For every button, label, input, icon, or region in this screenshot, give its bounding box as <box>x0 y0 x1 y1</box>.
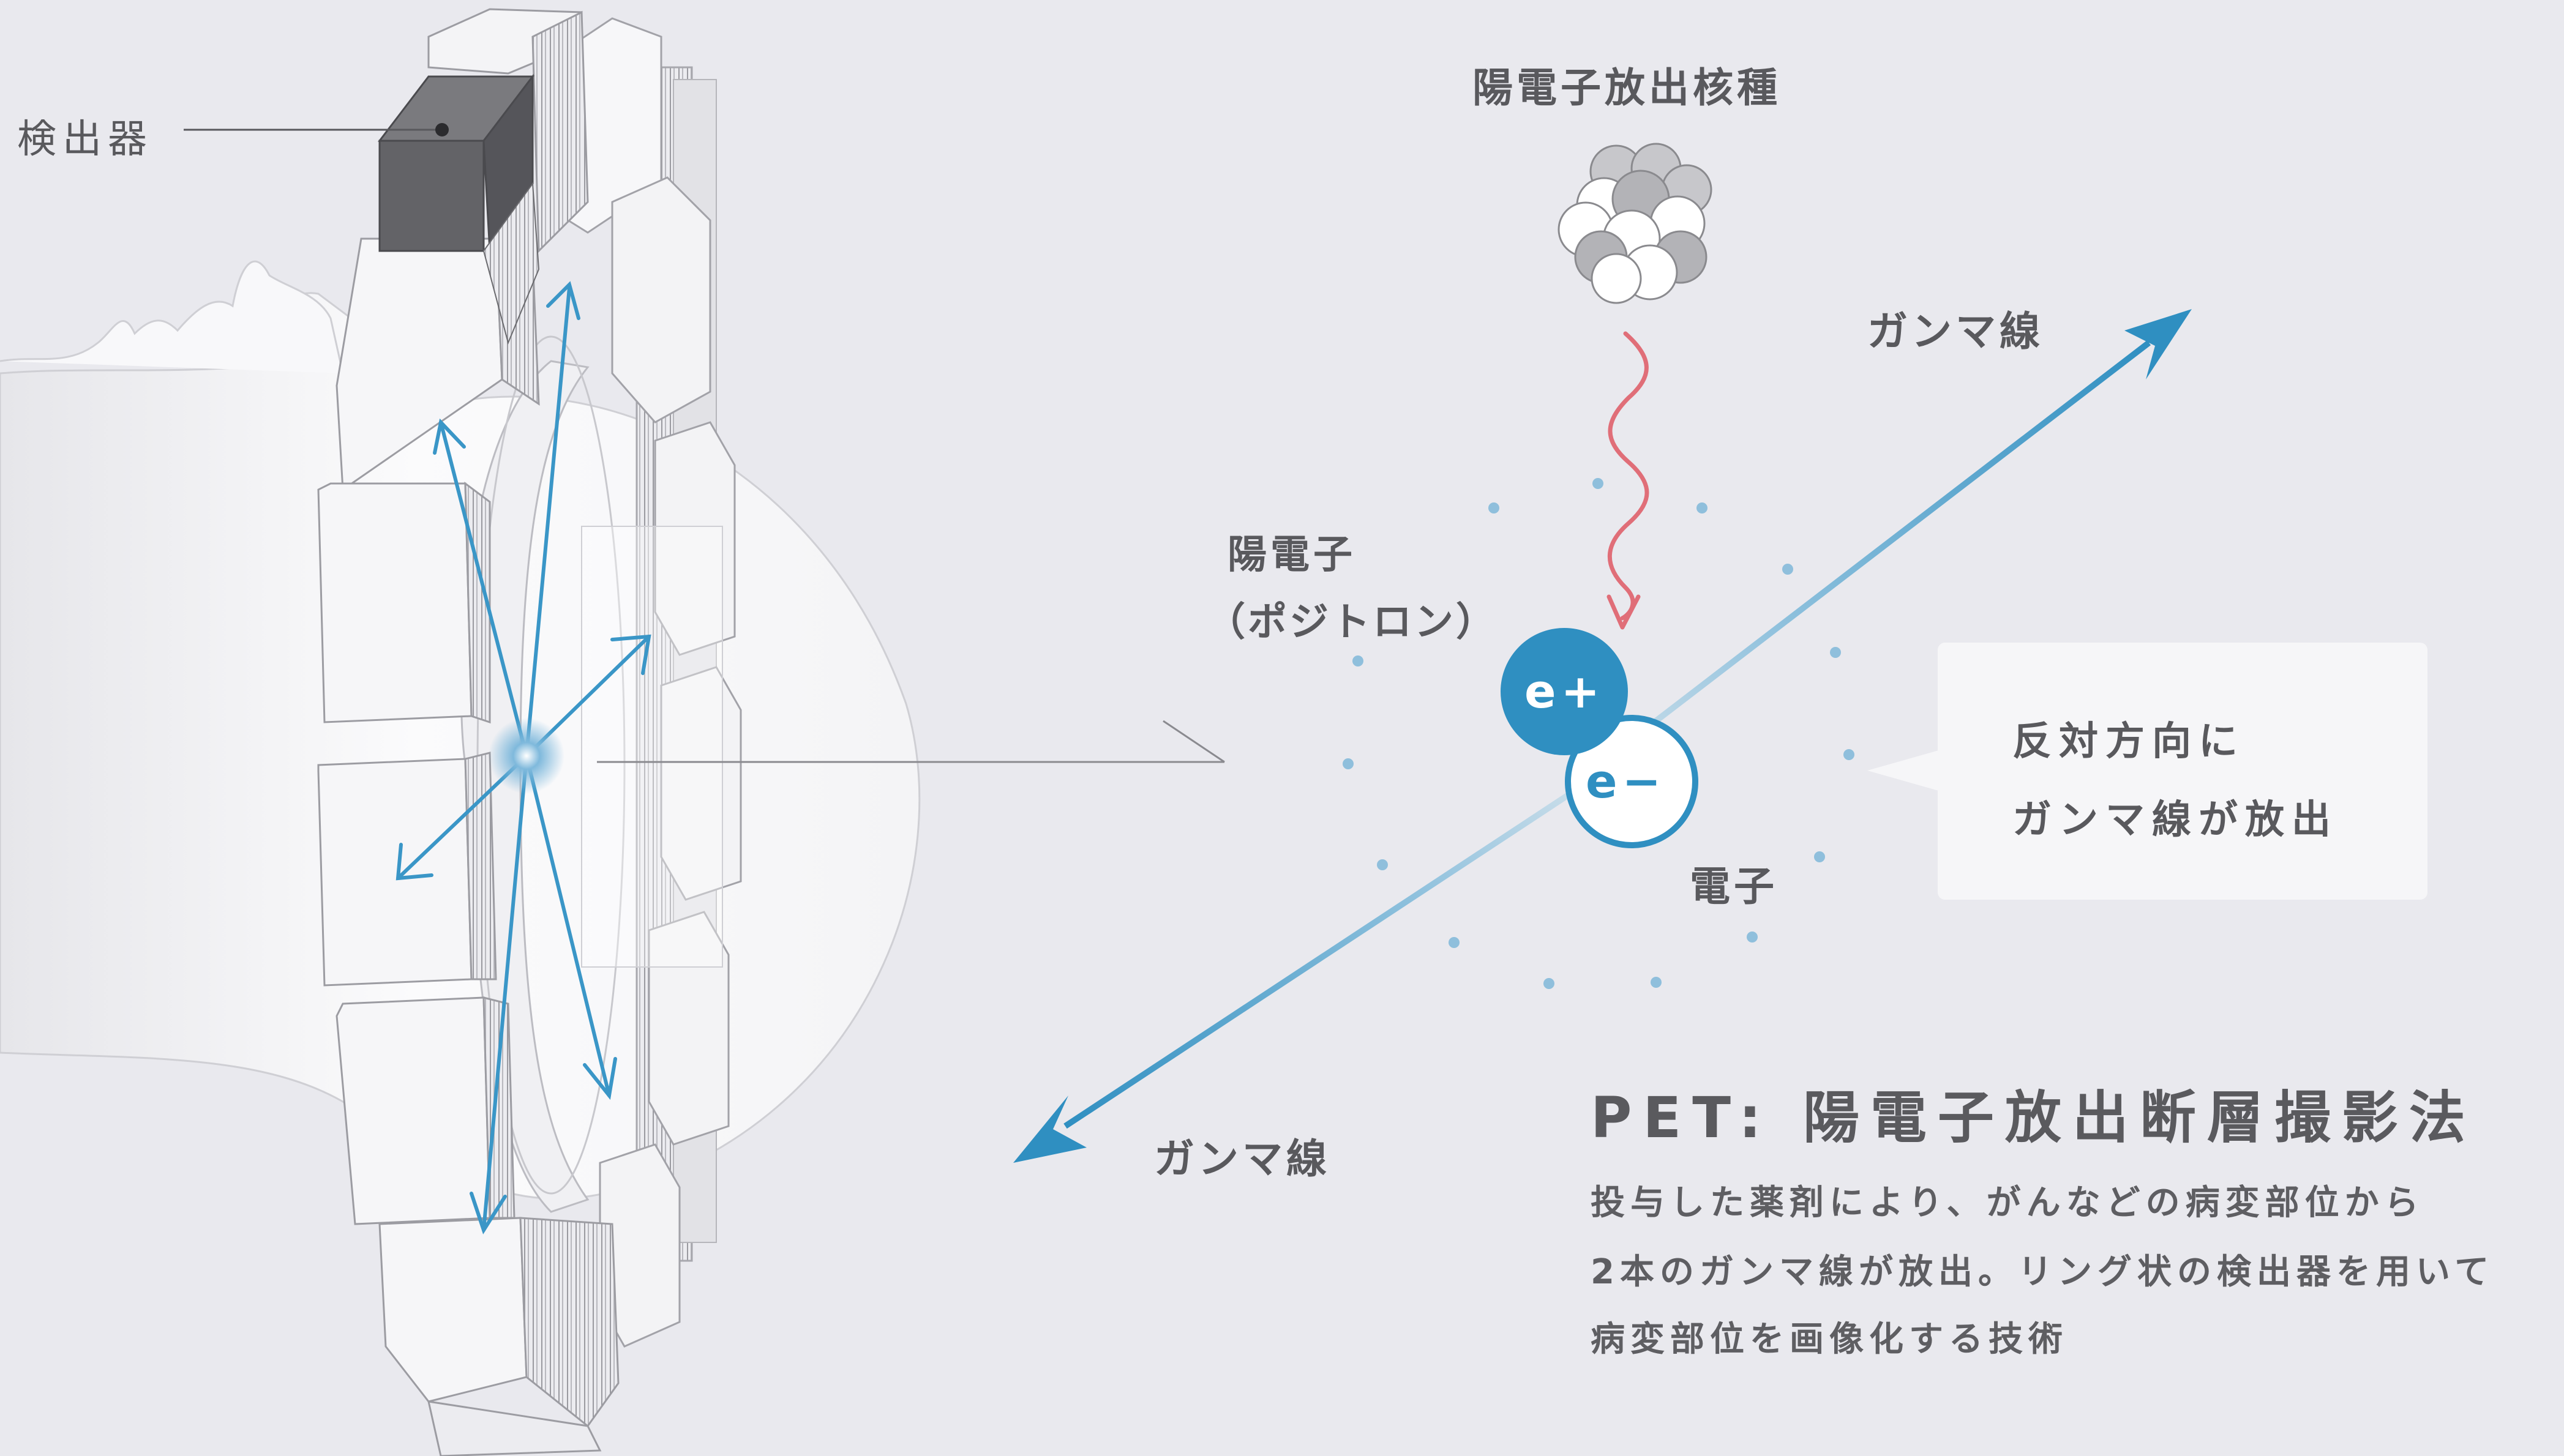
detector-label: 検出器 <box>17 117 153 162</box>
gamma-beam-upper <box>1620 309 2192 749</box>
wavy-arrow-icon <box>1606 331 1649 630</box>
positron-particle <box>1501 628 1628 755</box>
zoom-connector <box>597 720 1225 763</box>
callout-line-1: 反対方向に <box>2012 719 2245 764</box>
gamma-beam-lower <box>1013 793 1569 1163</box>
electron-label: 電子 <box>1690 863 1778 910</box>
description-line-3: 病変部位を画像化する技術 <box>1591 1320 2068 1359</box>
positron-sublabel: （ポジトロン） <box>1206 600 1498 645</box>
gamma-ray-lower-label: ガンマ線 <box>1154 1135 1330 1182</box>
description-line-1: 投与した薬剤により、がんなどの病変部位から <box>1591 1183 2424 1223</box>
annihilation-glow <box>489 718 564 794</box>
callout-tail <box>1867 750 1941 791</box>
positron-label: 陽電子 <box>1228 532 1356 578</box>
detector-highlight <box>377 73 540 345</box>
electron-particle <box>1565 715 1698 848</box>
nucleus-cluster-icon <box>1558 143 1712 304</box>
emission-callout: 反対方向に ガンマ線が放出 <box>1938 643 2427 900</box>
callout-line-2: ガンマ線が放出 <box>2012 797 2338 843</box>
pet-title: PET: 陽電子放出断層撮影法 <box>1591 1085 2476 1151</box>
detector-leader <box>184 123 449 136</box>
nuclide-label: 陽電子放出核種 <box>1472 64 1781 111</box>
electron-symbol: e− <box>1586 754 1666 808</box>
positron-symbol: e+ <box>1524 664 1605 719</box>
description-line-2: 2本のガンマ線が放出。リング状の検出器を用いて <box>1591 1252 2495 1292</box>
gamma-ray-upper-label: ガンマ線 <box>1867 308 2044 355</box>
scatter-dots <box>1343 478 1854 989</box>
